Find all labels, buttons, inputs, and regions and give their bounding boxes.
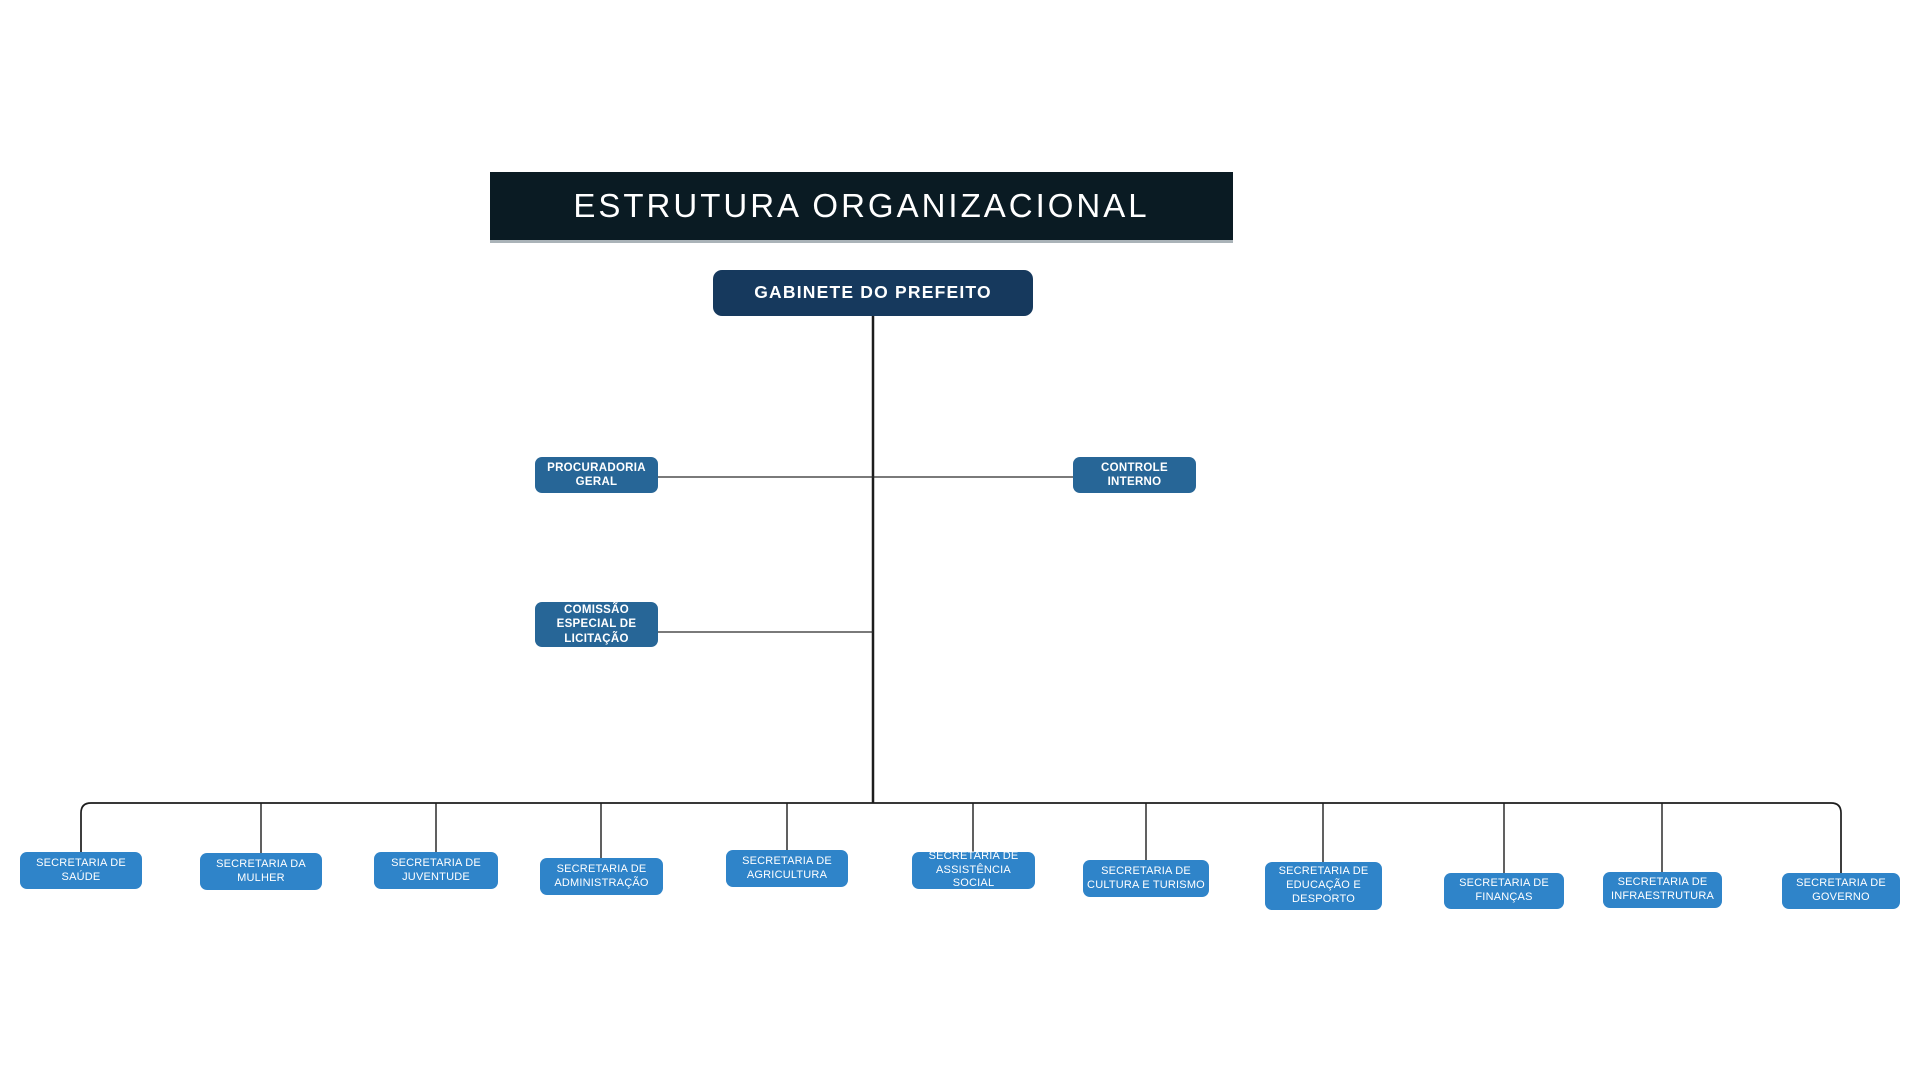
org-node-secretaria-assistencia-social: SECRETARIA DE ASSISTÊNCIA SOCIAL xyxy=(912,849,1035,890)
org-node-label: COMISSÃO ESPECIAL DE LICITAÇÃO xyxy=(556,603,637,645)
org-node-label: SECRETARIA DE CULTURA E TURISMO xyxy=(1087,864,1205,891)
org-node-label: GABINETE DO PREFEITO xyxy=(754,282,992,303)
org-node-label: SECRETARIA DE ADMINISTRAÇÃO xyxy=(554,862,649,889)
org-node-secretaria-educacao-desporto: SECRETARIA DE EDUCAÇÃO E DESPORTO xyxy=(1265,862,1382,910)
org-node-secretaria-governo: SECRETARIA DE GOVERNO xyxy=(1782,873,1900,909)
org-node-secretaria-financas: SECRETARIA DE FINANÇAS xyxy=(1444,873,1564,909)
org-node-procuradoria-geral: PROCURADORIA GERAL xyxy=(535,457,658,493)
org-node-label: SECRETARIA DA MULHER xyxy=(216,857,306,884)
org-node-label: SECRETARIA DE EDUCAÇÃO E DESPORTO xyxy=(1278,865,1369,905)
org-node-controle-interno: CONTROLE INTERNO xyxy=(1073,457,1196,493)
org-node-secretaria-administracao: SECRETARIA DE ADMINISTRAÇÃO xyxy=(540,858,663,895)
page-title: ESTRUTURA ORGANIZACIONAL xyxy=(573,187,1150,224)
org-node-secretaria-juventude: SECRETARIA DE JUVENTUDE xyxy=(374,852,498,889)
org-node-label: SECRETARIA DE INFRAESTRUTURA xyxy=(1610,876,1715,902)
org-node-secretaria-infraestrutura: SECRETARIA DE INFRAESTRUTURA xyxy=(1603,872,1722,908)
org-node-label: SECRETARIA DE SAÚDE xyxy=(36,856,126,883)
page-title-banner: ESTRUTURA ORGANIZACIONAL xyxy=(490,172,1233,243)
org-node-secretaria-cultura-turismo: SECRETARIA DE CULTURA E TURISMO xyxy=(1083,860,1209,897)
org-node-secretaria-agricultura: SECRETARIA DE AGRICULTURA xyxy=(726,850,848,887)
org-node-secretaria-mulher: SECRETARIA DA MULHER xyxy=(200,853,322,890)
org-node-comissao-especial-licitacao: COMISSÃO ESPECIAL DE LICITAÇÃO xyxy=(535,602,658,647)
org-node-label: SECRETARIA DE AGRICULTURA xyxy=(742,854,832,881)
org-node-label: SECRETARIA DE JUVENTUDE xyxy=(391,856,481,883)
org-node-label: SECRETARIA DE ASSISTÊNCIA SOCIAL xyxy=(928,849,1019,890)
org-node-label: SECRETARIA DE FINANÇAS xyxy=(1459,877,1549,903)
org-node-label: SECRETARIA DE GOVERNO xyxy=(1796,877,1886,903)
org-node-label: PROCURADORIA GERAL xyxy=(547,461,646,488)
org-node-gabinete-do-prefeito: GABINETE DO PREFEITO xyxy=(713,270,1033,316)
org-node-secretaria-saude: SECRETARIA DE SAÚDE xyxy=(20,852,142,889)
org-node-label: CONTROLE INTERNO xyxy=(1101,461,1168,488)
